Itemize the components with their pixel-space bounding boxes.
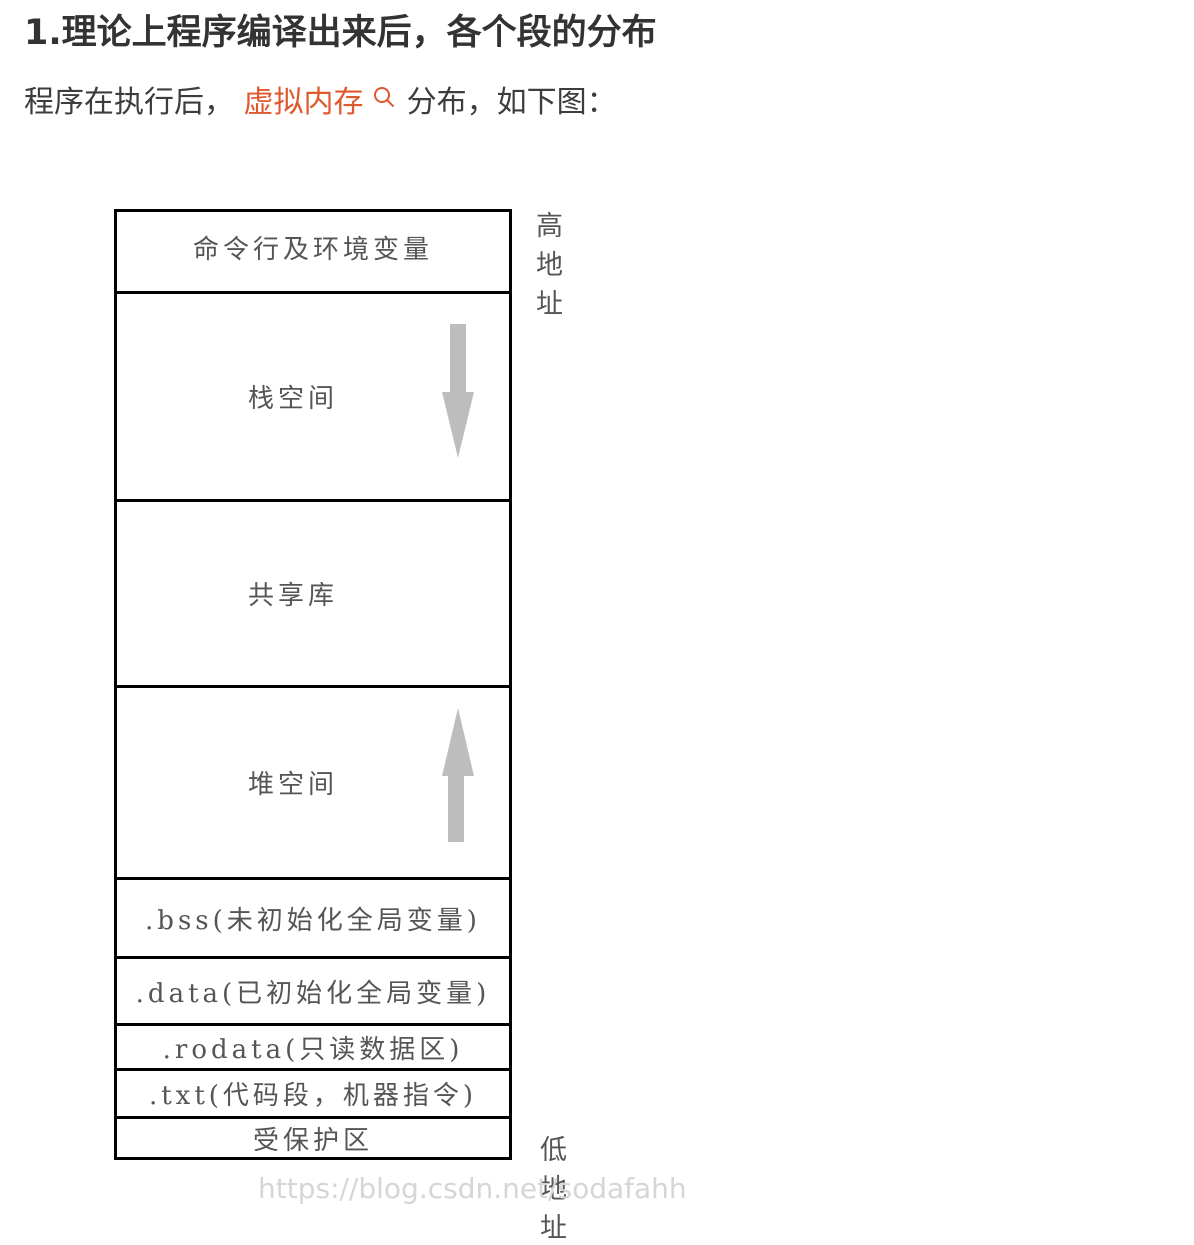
virtual-memory-link[interactable]: 虚拟内存 <box>244 85 407 120</box>
segment-cmdline-env: 命令行及环境变量 <box>114 209 512 291</box>
stack-growth-down-arrow-icon <box>442 324 474 458</box>
segment-heap: 堆空间 <box>114 685 512 877</box>
segment-label: 命令行及环境变量 <box>192 235 433 265</box>
virtual-memory-link-label: 虚拟内存 <box>243 85 364 120</box>
segment-label: 受保护区 <box>252 1125 373 1156</box>
intro-paragraph: 程序在执行后， 虚拟内存 分布，如下图： <box>24 80 617 126</box>
segment-label: 堆空间 <box>247 770 338 800</box>
intro-text-before: 程序在执行后， <box>24 85 234 120</box>
intro-text-after: 分布，如下图： <box>406 85 617 120</box>
segment-label: .rodata(只读数据区) <box>162 1034 464 1065</box>
section-heading: 1.理论上程序编译出来后，各个段的分布 <box>24 13 657 53</box>
segment-label: 栈空间 <box>247 384 338 414</box>
segment-data: .data(已初始化全局变量) <box>114 956 512 1023</box>
segment-label: .bss(未初始化全局变量) <box>145 905 481 936</box>
segment-label: .data(已初始化全局变量) <box>135 978 491 1009</box>
watermark: https://blog.csdn.net/sodafahh <box>258 1172 687 1205</box>
segment-rodata: .rodata(只读数据区) <box>114 1023 512 1068</box>
heap-growth-up-arrow-icon <box>442 708 474 842</box>
segment-text: .txt(代码段，机器指令) <box>114 1068 512 1116</box>
segment-label: 共享库 <box>247 581 338 611</box>
high-address-label: 高地址 <box>536 211 568 320</box>
segment-label: .txt(代码段，机器指令) <box>148 1081 478 1111</box>
segment-bss: .bss(未初始化全局变量) <box>114 877 512 956</box>
segment-stack: 栈空间 <box>114 291 512 499</box>
segment-shared-lib: 共享库 <box>114 499 512 685</box>
search-icon <box>374 87 395 107</box>
segment-protected: 受保护区 <box>114 1116 512 1160</box>
